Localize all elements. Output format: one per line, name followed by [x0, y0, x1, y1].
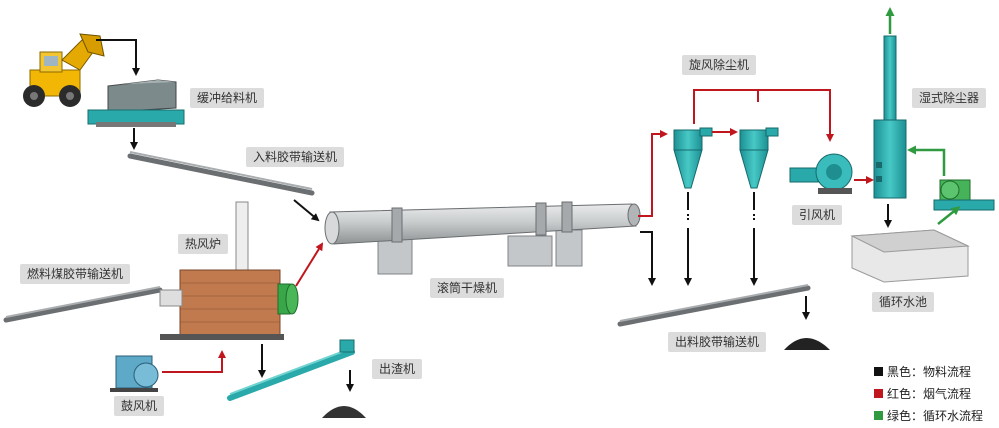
circulating-pump — [933, 179, 995, 211]
fuel-coal-conveyor-label: 燃料煤胶带输送机 — [20, 264, 131, 284]
cyclone-label: 旋风除尘机 — [682, 55, 757, 75]
circulating-water-pool — [850, 229, 970, 283]
cyclone-separator-1 — [673, 127, 713, 189]
legend-text-material: 黑色：物料流程 — [887, 364, 972, 379]
induced-draft-fan — [789, 153, 853, 194]
induced-fan-label: 引风机 — [792, 205, 843, 225]
water-flow-lines — [885, 7, 961, 225]
legend-text-water: 绿色：循环水流程 — [887, 408, 984, 423]
legend-swatch-black — [874, 366, 883, 376]
hot-air-furnace-label: 热风炉 — [178, 234, 229, 254]
legend-item-water: 绿色：循环水流程 — [874, 404, 983, 426]
slag-remover-conveyor — [227, 339, 355, 401]
flue-gas-flow-lines — [162, 89, 874, 373]
inlet-conveyor-belt — [127, 151, 315, 196]
buffer-feeder-label: 缓冲给料机 — [190, 88, 265, 108]
fuel-coal-conveyor-belt — [3, 286, 163, 323]
inlet-conveyor-label: 入料胶带输送机 — [246, 147, 345, 167]
circulating-pool-label: 循环水池 — [872, 292, 935, 312]
outlet-conveyor-label: 出料胶带输送机 — [668, 332, 767, 352]
hot-air-furnace — [159, 201, 299, 340]
blower-label: 鼓风机 — [114, 396, 165, 416]
cyclone-separator-2 — [739, 127, 779, 189]
product-pile-icon — [784, 338, 830, 350]
legend-item-flue-gas: 红色：烟气流程 — [874, 382, 983, 404]
slag-pile-icon — [322, 406, 366, 418]
rotary-dryer-label: 滚筒干燥机 — [430, 278, 505, 298]
legend-swatch-red — [874, 388, 883, 398]
material-flow-lines — [96, 39, 892, 392]
wheel-loader-icon — [23, 33, 105, 107]
wet-dust-collector-label: 湿式除尘器 — [912, 88, 987, 108]
legend-text-flue-gas: 红色：烟气流程 — [887, 386, 972, 401]
slag-remover-label: 出渣机 — [372, 359, 423, 379]
blower-fan — [110, 355, 159, 392]
rotary-dryer-drum — [324, 201, 641, 275]
buffer-feeder-machine — [87, 79, 185, 127]
outlet-conveyor-belt — [617, 284, 811, 327]
legend-swatch-green — [874, 410, 883, 420]
legend: 黑色：物料流程 红色：烟气流程 绿色：循环水流程 — [874, 360, 983, 426]
legend-item-material: 黑色：物料流程 — [874, 360, 983, 382]
wet-dust-collector-tower — [873, 35, 907, 199]
